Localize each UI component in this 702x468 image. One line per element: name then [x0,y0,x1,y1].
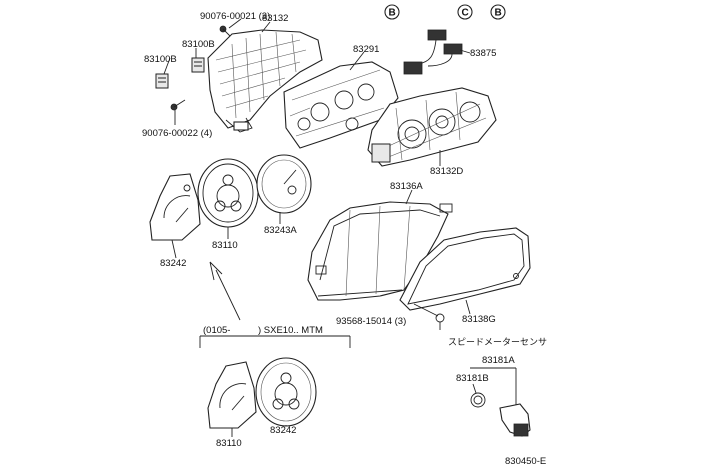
label-speed-sensor-jp: スピードメーターセンサ [448,337,547,348]
lens-drawing [399,227,531,311]
dial-right-drawing [256,154,312,214]
label-dial-right: 83243A [264,225,297,236]
circled-ref-b2: B [495,8,502,19]
speed-sensor-drawing [470,367,531,437]
label-screw-lower: 93568-15014 (3) [336,316,406,327]
label-variant-model: ) SXE10.. MTM [258,325,323,336]
screw-top-drawing [219,25,231,37]
diagram-code: 830450-E [505,456,546,467]
label-speed-sensor: 83181A [482,355,515,366]
variant-bracket [199,335,351,348]
housing-drawing [207,29,323,133]
leader-lines [163,18,477,437]
label-cluster-back: 83132D [430,166,463,177]
label-circuit-plate: 83291 [353,44,379,55]
cluster-back-drawing [367,87,497,167]
label-dial-left: 83242 [160,258,186,269]
screw-lower-drawing [435,313,445,330]
label-variant-dial-side: 83242 [270,425,296,436]
label-lens: 83138G [462,314,496,325]
screw-bottom-drawing [170,99,186,111]
variant-arrow [209,261,241,321]
dial-main-drawing [197,158,259,228]
label-connector: 83875 [470,48,496,59]
variant-dial-main-drawing [207,361,257,429]
label-screw-bottom: 90076-00022 (4) [142,128,212,139]
label-o-ring: 83181B [456,373,489,384]
label-variant-range: (0105- [203,325,230,336]
connector-drawing [403,29,463,75]
variant-dial-side-drawing [255,357,317,427]
label-variant-dial-main: 83110 [216,438,242,449]
label-screw-top: 90076-00021 (3) [200,11,270,22]
label-clip-b: 83100B [144,54,177,65]
dial-left-drawing [149,173,201,241]
label-housing: 83132 [262,13,288,24]
label-dial-main: 83110 [212,240,238,251]
clips-drawing [155,57,205,89]
circled-ref-b: B [389,8,396,19]
label-cover-frame: 83136A [390,181,423,192]
label-clip: 83100B [182,39,215,50]
circled-ref-c: C [462,8,469,19]
circled-refs: B C B [384,4,506,20]
